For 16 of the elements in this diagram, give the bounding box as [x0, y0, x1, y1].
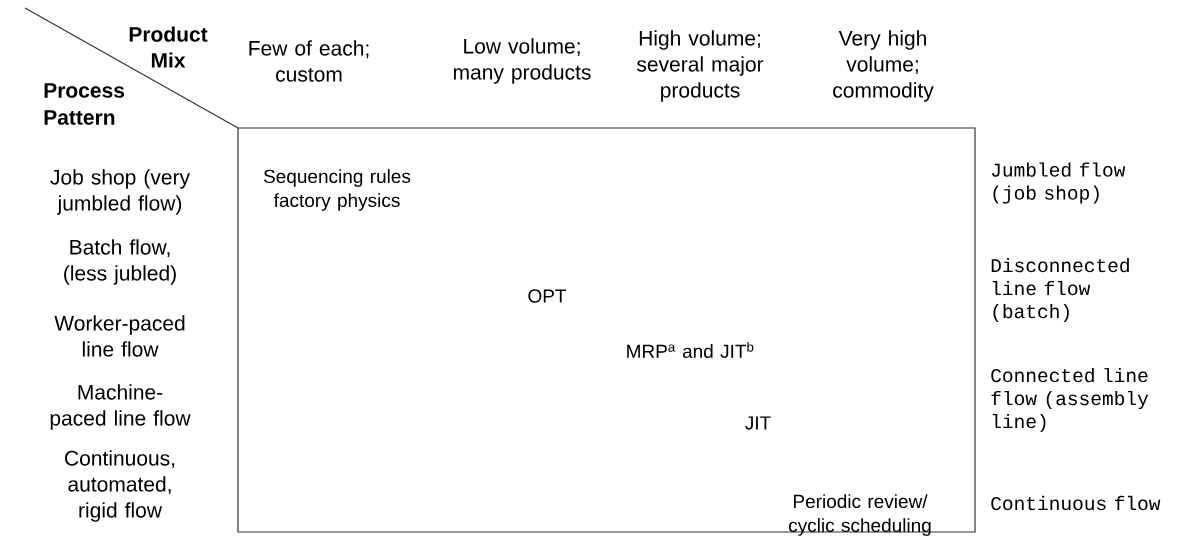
- row-heading: Continuous, automated, rigid flow: [65, 450, 175, 522]
- column-heading: Few of each; custom: [249, 40, 369, 82]
- row-heading: Job shop (very jumbled flow): [50, 169, 190, 215]
- method-label: OPT: [528, 289, 567, 303]
- axis-heading: Product Mix: [129, 26, 208, 68]
- method-label: Sequencing rules factory physics: [263, 169, 411, 211]
- column-heading: Very high volume; commodity: [833, 30, 934, 102]
- row-heading: Batch flow, (less jubled): [64, 239, 176, 285]
- axis-heading: Process Pattern: [44, 83, 125, 125]
- column-heading: Low volume; many products: [453, 38, 591, 84]
- row-heading: Worker-paced line flow: [54, 315, 185, 357]
- row-heading: Machine-paced line flow: [50, 384, 191, 430]
- column-heading: High volume; several major products: [637, 30, 764, 102]
- method-label: JIT: [745, 416, 771, 430]
- method-label: Periodic review/ cyclic scheduling: [789, 494, 931, 536]
- method-label: MRP$^{a}$ and JIT$^{b}$: [627, 341, 754, 359]
